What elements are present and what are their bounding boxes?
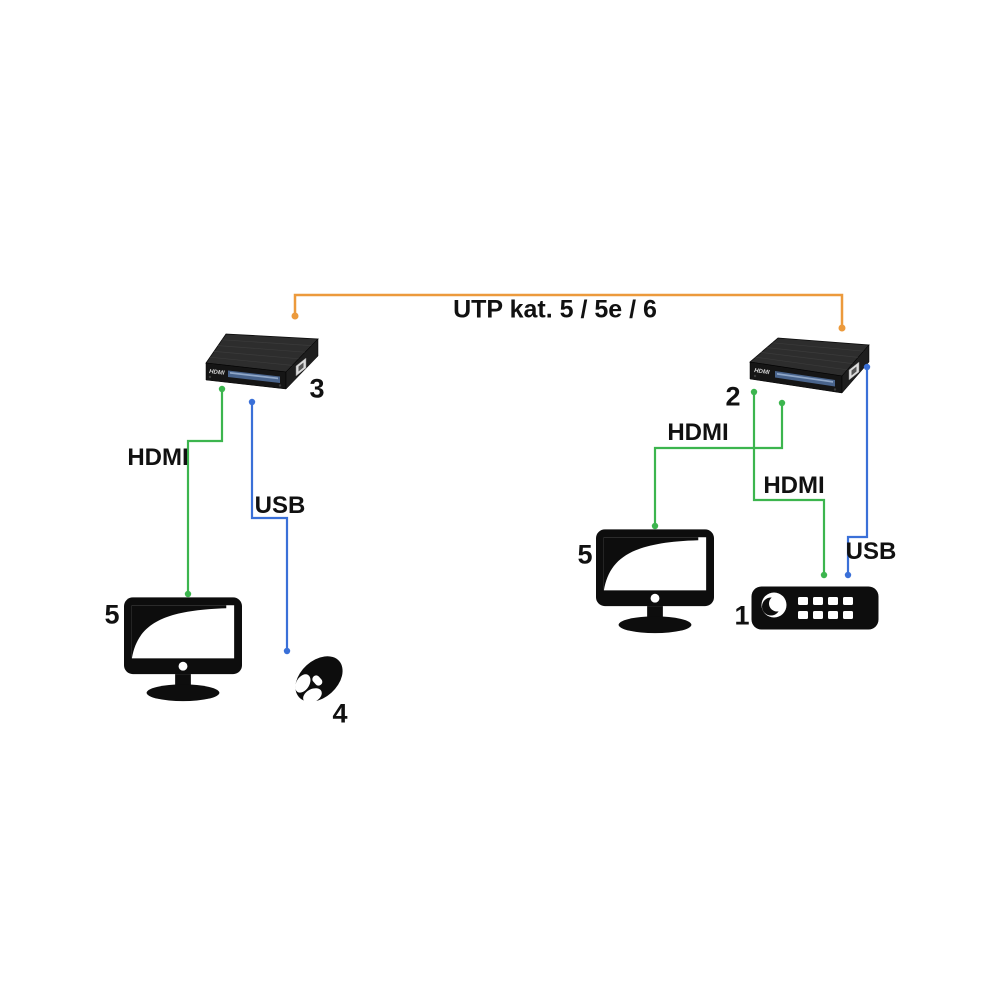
utp-cable-label: UTP kat. 5 / 5e / 6 — [453, 295, 657, 324]
usb-right-label: USB — [845, 538, 897, 565]
hdmi-logo-text: HDMI — [754, 368, 770, 376]
mouse-button-right — [303, 688, 322, 704]
hdmi-logo-text: HDMI — [209, 369, 225, 377]
hdmi-left-endpoint-dots — [184, 385, 226, 598]
mouse-icon — [295, 656, 343, 704]
number-mouse: 4 — [332, 698, 348, 729]
screw-icon — [208, 375, 212, 379]
hdmi-right-source-label: HDMI — [763, 472, 825, 499]
usb-right-cable-line — [846, 367, 869, 575]
mouse-button-left — [295, 674, 311, 693]
utp-cable-line — [293, 293, 844, 328]
usb-left-endpoint-dots — [248, 398, 291, 655]
usb-left-label: USB — [254, 492, 306, 519]
monitor-button — [178, 661, 188, 671]
dvr-dial-highlight — [769, 595, 785, 612]
extender-label-text-stripe — [230, 372, 278, 380]
extender-receiver-icon: HDMI — [205, 333, 319, 390]
rj45-port-inner — [851, 366, 857, 376]
number-display-right: 5 — [577, 539, 593, 570]
screw-icon — [833, 388, 837, 391]
hdmi-right-display-cable-line — [653, 403, 784, 526]
number-transmitter: 2 — [725, 381, 741, 412]
monitor-left-icon — [124, 597, 242, 702]
hdmi-right-display-label: HDMI — [667, 419, 729, 446]
extender-label-text-stripe — [777, 373, 833, 383]
hdmi-right-display-endpoint-dots — [651, 399, 786, 530]
usb-right-endpoint-dots — [844, 363, 871, 579]
number-receiver: 3 — [309, 373, 325, 404]
hdmi-left-cable-line — [186, 389, 224, 594]
screw-icon — [278, 384, 282, 387]
extender-transmitter-icon: HDMI — [749, 337, 870, 394]
monitor-stand-base — [618, 616, 692, 634]
rj45-port-inner — [298, 362, 304, 372]
dvr-buttons-grid — [798, 597, 853, 619]
usb-left-cable-line — [250, 402, 289, 651]
monitor-screen-swoosh — [131, 605, 227, 659]
dvr-device-icon — [751, 586, 879, 630]
hdmi-right-source-endpoint-dots — [750, 388, 828, 579]
monitor-button — [650, 593, 660, 603]
hdmi-right-source-cable-line — [752, 392, 826, 575]
monitor-stand-base — [146, 684, 220, 702]
number-display-left: 5 — [104, 599, 120, 630]
extender-top-texture — [209, 339, 312, 366]
monitor-right-icon — [596, 529, 714, 634]
monitor-screen-swoosh — [603, 537, 699, 591]
hdmi-left-label: HDMI — [127, 444, 189, 471]
utp-cable-endpoint-dots — [291, 312, 846, 332]
number-source-dvr: 1 — [734, 600, 750, 631]
extender-top-texture — [755, 342, 864, 371]
screw-icon — [753, 374, 757, 378]
mouse-scroll-wheel — [312, 675, 323, 686]
